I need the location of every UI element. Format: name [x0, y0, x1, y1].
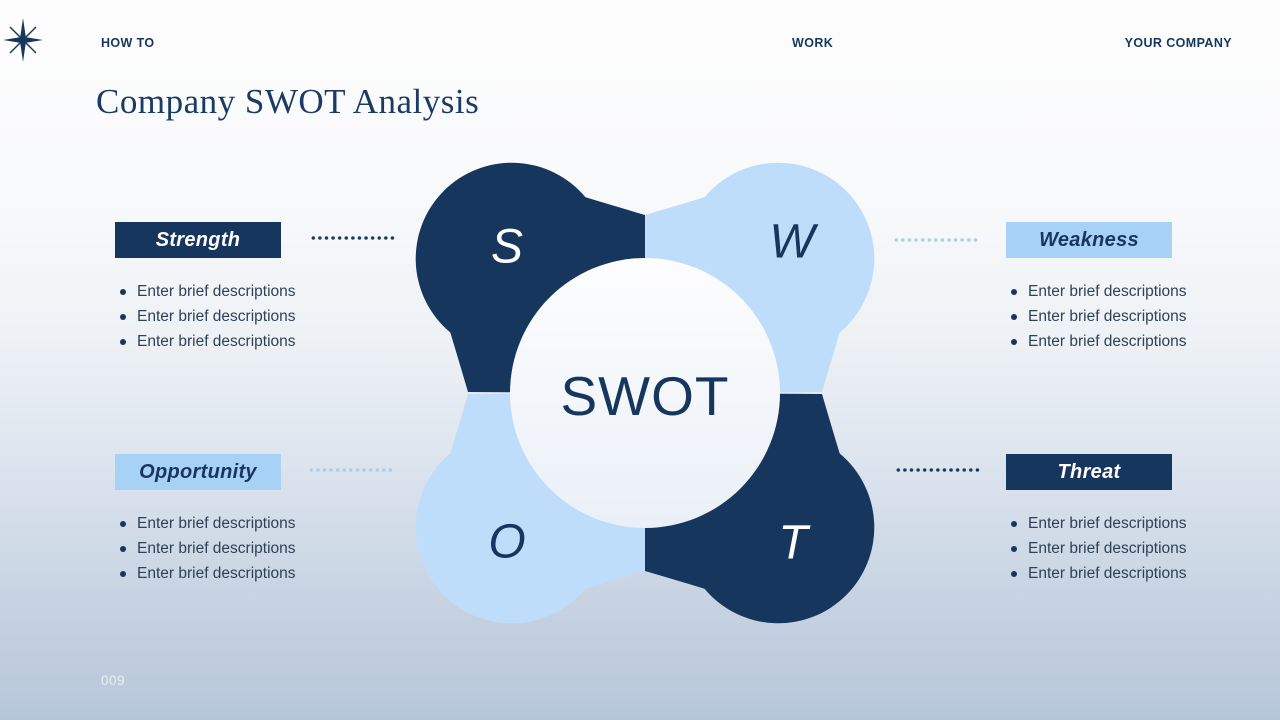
bullet-item: Enter brief descriptions — [1006, 329, 1226, 354]
threat-connector-dots — [895, 468, 981, 472]
weakness-label-text: Weakness — [1039, 228, 1139, 251]
strength-section: Strength Enter brief descriptions Enter … — [115, 222, 335, 354]
opportunity-bullets: Enter brief descriptions Enter brief des… — [115, 511, 335, 586]
bullet-item: Enter brief descriptions — [115, 511, 335, 536]
swot-center-label: SWOT — [561, 365, 730, 427]
threat-letter: T — [778, 517, 811, 570]
weakness-letter: W — [769, 216, 819, 269]
threat-label: Threat — [1006, 454, 1172, 490]
swot-center-circle — [510, 258, 780, 528]
bullet-item: Enter brief descriptions — [115, 279, 335, 304]
bullet-item: Enter brief descriptions — [1006, 561, 1226, 586]
weakness-label: Weakness — [1006, 222, 1172, 258]
header-how-to: HOW TO — [101, 36, 155, 50]
swot-diagram: S W O T SWOT — [415, 162, 875, 624]
bullet-item: Enter brief descriptions — [115, 304, 335, 329]
page-title: Company SWOT Analysis — [96, 82, 480, 121]
bullet-item: Enter brief descriptions — [1006, 536, 1226, 561]
header-work: WORK — [792, 36, 834, 50]
bullet-item: Enter brief descriptions — [115, 561, 335, 586]
bullet-item: Enter brief descriptions — [115, 536, 335, 561]
bullet-item: Enter brief descriptions — [115, 329, 335, 354]
opportunity-label-text: Opportunity — [139, 460, 257, 483]
bullet-item: Enter brief descriptions — [1006, 511, 1226, 536]
threat-bullets: Enter brief descriptions Enter brief des… — [1006, 511, 1226, 586]
opportunity-section: Opportunity Enter brief descriptions Ent… — [115, 454, 335, 586]
bullet-item: Enter brief descriptions — [1006, 279, 1226, 304]
opportunity-connector-dots — [308, 468, 394, 472]
page-number: 009 — [101, 673, 126, 688]
opportunity-label: Opportunity — [115, 454, 281, 490]
strength-connector-dots — [310, 236, 396, 240]
sparkle-icon — [3, 18, 43, 62]
bullet-item: Enter brief descriptions — [1006, 304, 1226, 329]
strength-letter: S — [491, 221, 523, 274]
strength-bullets: Enter brief descriptions Enter brief des… — [115, 279, 335, 354]
weakness-section: Weakness Enter brief descriptions Enter … — [1006, 222, 1226, 354]
weakness-connector-dots — [893, 238, 979, 242]
threat-section: Threat Enter brief descriptions Enter br… — [1006, 454, 1226, 586]
strength-label: Strength — [115, 222, 281, 258]
strength-label-text: Strength — [155, 228, 241, 251]
threat-label-text: Threat — [1057, 460, 1121, 483]
weakness-bullets: Enter brief descriptions Enter brief des… — [1006, 279, 1226, 354]
header-your-company: YOUR COMPANY — [1124, 36, 1232, 50]
opportunity-letter: O — [488, 516, 525, 569]
